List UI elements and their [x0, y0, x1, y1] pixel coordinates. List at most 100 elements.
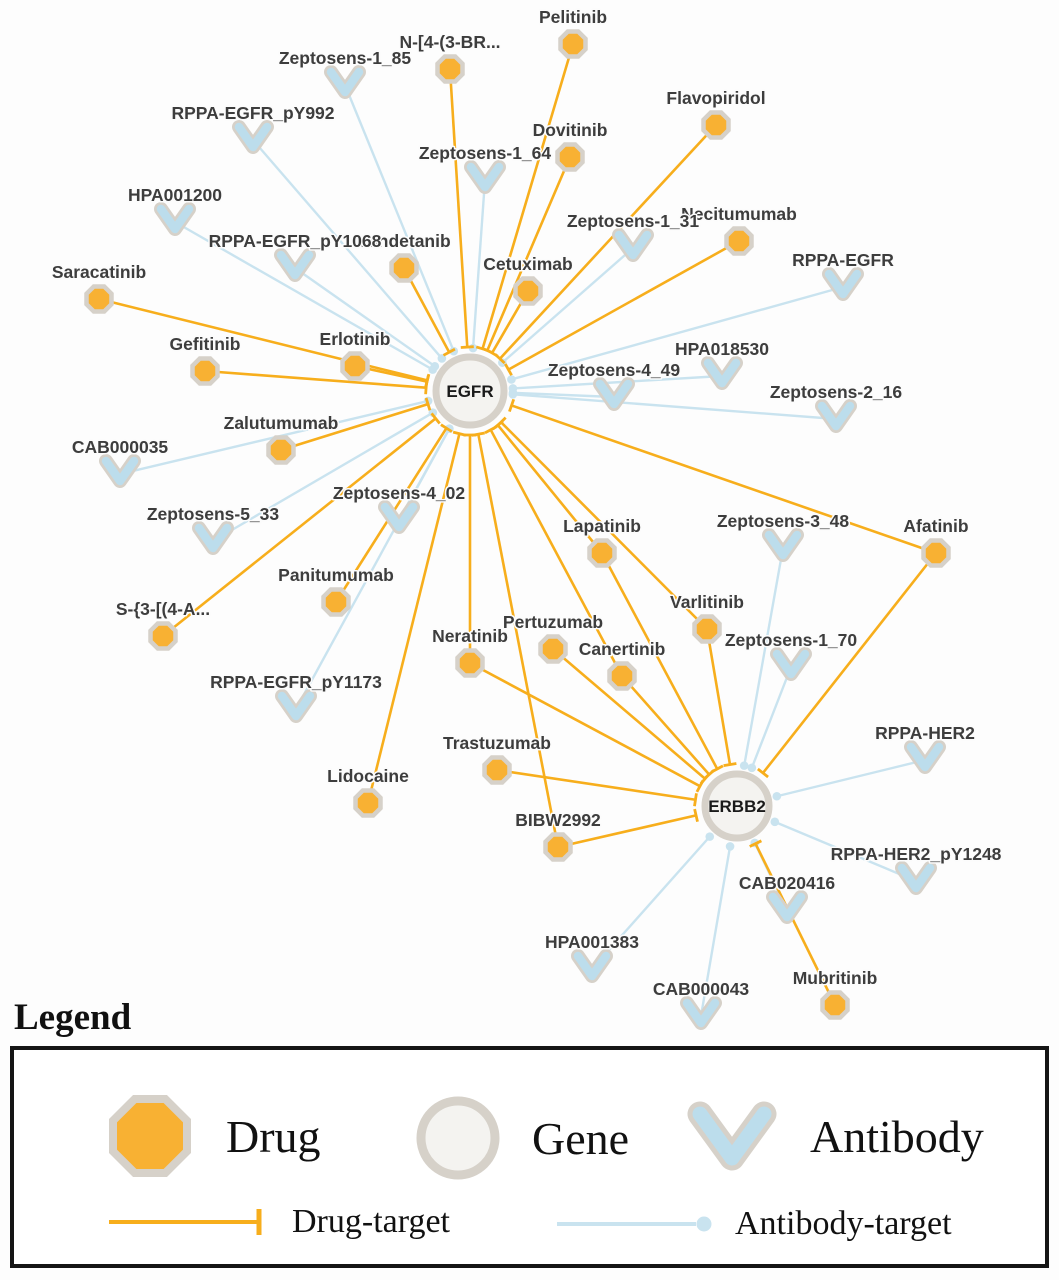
drug-target-edge-s-3-4-a-egfr — [162, 412, 441, 638]
drug-octagon-icon — [607, 661, 637, 691]
zeptosens-3-48-label: Zeptosens-3_48 — [717, 511, 850, 531]
n-4-3-br-label: N-[4-(3-BR... — [399, 32, 500, 52]
drug-octagon-icon — [266, 435, 296, 465]
panitumumab-label: Panitumumab — [278, 565, 394, 585]
drug-node-varlitinib — [692, 614, 722, 644]
drug-node-panitumumab — [321, 587, 351, 617]
drug-octagon-icon — [538, 634, 568, 664]
antibody-target-edge-rppa-her2-erbb2 — [772, 758, 926, 801]
antibody-node-zeptosens-3-48 — [762, 528, 804, 562]
legend-item-antibody-target: Antibody-target — [554, 1204, 952, 1244]
drug-node-flavopiridol — [701, 110, 731, 140]
dovitinib-label: Dovitinib — [533, 120, 608, 140]
flavopiridol-label: Flavopiridol — [666, 88, 765, 108]
drug-octagon-icon — [543, 832, 573, 862]
antibody-node-hpa018530 — [701, 356, 743, 390]
lapatinib-label: Lapatinib — [563, 516, 641, 536]
legend-item-gene: Gene — [412, 1092, 629, 1184]
drug-target-edge-afatinib-egfr — [508, 398, 937, 555]
antibody-target-edge-zeptosens-5-33-egfr — [212, 408, 438, 543]
drug-octagon-icon — [455, 648, 485, 678]
antibody-node-zeptosens-1-85 — [324, 65, 366, 99]
drug-node-cetuximab — [513, 276, 543, 306]
mubritinib-label: Mubritinib — [793, 968, 878, 988]
drug-octagon-icon — [820, 990, 850, 1020]
drug-octagon-icon — [921, 538, 951, 568]
legend-drug-label: Drug — [226, 1110, 321, 1162]
zeptosens-4-49-label: Zeptosens-4_49 — [548, 360, 681, 380]
legend-drug-target-label: Drug-target — [292, 1203, 450, 1240]
rppa-egfr-py1173-label: RPPA-EGFR_pY1173 — [210, 672, 382, 692]
hpa018530-label: HPA018530 — [675, 339, 769, 359]
rppa-egfr-py1068-label: RPPA-EGFR_pY1068 — [209, 231, 382, 251]
drug-target-edge-mubritinib-erbb2 — [749, 839, 837, 1006]
neratinib-label: Neratinib — [432, 626, 508, 646]
pertuzumab-label: Pertuzumab — [503, 612, 603, 632]
zeptosens-1-31-label: Zeptosens-1_31 — [567, 211, 700, 231]
zeptosens-1-70-label: Zeptosens-1_70 — [725, 630, 858, 650]
drug-target-edge-n-4-3-br-egfr — [448, 68, 474, 349]
rppa-her2-py1248-label: RPPA-HER2_pY1248 — [831, 844, 1002, 864]
drug-node-saracatinib — [84, 284, 114, 314]
legend-box: Drug Gene Antibody Drug-target — [10, 1046, 1049, 1268]
zeptosens-2-16-label: Zeptosens-2_16 — [770, 382, 903, 402]
antibody-node-zeptosens-1-64 — [464, 160, 506, 194]
drug-octagon-icon — [555, 142, 585, 172]
drug-octagon-icon — [321, 587, 351, 617]
s-3-4-a-label: S-{3-[(4-A... — [116, 599, 210, 619]
drug-target-edge-necitumumab-egfr — [504, 239, 740, 376]
saracatinib-label: Saracatinib — [52, 262, 146, 282]
drug-node-neratinib — [455, 648, 485, 678]
network-graph: PelitinibN-[4-(3-BR...FlavopiridolDoviti… — [50, 6, 1003, 1030]
drug-octagon-icon — [724, 226, 754, 256]
drug-node-vandetanib — [389, 253, 419, 283]
cetuximab-label: Cetuximab — [483, 254, 572, 274]
drug-target-edge-pertuzumab-erbb2 — [552, 648, 711, 785]
legend-antibody-label: Antibody — [810, 1110, 984, 1162]
cab000043-label: CAB000043 — [653, 979, 750, 999]
antibody-node-hpa001200 — [154, 202, 196, 236]
afatinib-label: Afatinib — [903, 516, 968, 536]
drug-node-lidocaine — [353, 788, 383, 818]
antibody-target-edge-zeptosens-2-16-egfr — [508, 389, 837, 421]
drug-node-gefitinib — [190, 356, 220, 386]
antibody-chevron-icon — [687, 1101, 777, 1171]
cab020416-label: CAB020416 — [739, 873, 836, 893]
antibody-target-edge-hpa001383-erbb2 — [591, 832, 715, 970]
drug-octagon-icon — [190, 356, 220, 386]
drug-octagon-icon — [701, 110, 731, 140]
drug-octagon-icon — [587, 538, 617, 568]
necitumumab-label: Necitumumab — [681, 204, 797, 224]
drug-octagon-icon — [482, 755, 512, 785]
erlotinib-label: Erlotinib — [320, 329, 391, 349]
zeptosens-1-85-label: Zeptosens-1_85 — [279, 48, 412, 68]
drug-octagon-icon — [389, 253, 419, 283]
drug-target-edge-varlitinib-egfr — [495, 416, 708, 630]
drug-node-erlotinib — [340, 351, 370, 381]
drug-octagon-icon — [109, 1095, 191, 1177]
antibody-node-zeptosens-4-49 — [593, 377, 635, 411]
legend-title: Legend — [14, 997, 132, 1038]
legend-item-drug: Drug — [102, 1088, 321, 1184]
antibody-node-zeptosens-2-16 — [815, 399, 857, 433]
drug-target-edge-canertinib-egfr — [484, 425, 624, 677]
antibody-target-edge-rppa-egfr-egfr — [507, 285, 844, 384]
rppa-egfr-py992-label: RPPA-EGFR_pY992 — [171, 103, 334, 123]
drug-octagon-icon — [353, 788, 383, 818]
antibody-target-edge-zeptosens-1-70-erbb2 — [747, 666, 793, 773]
antibody-node-rppa-her2-py1248 — [895, 861, 937, 895]
legend-antibody-target-label: Antibody-target — [735, 1205, 952, 1242]
drug-target-edge-icon — [109, 1209, 262, 1235]
antibody-node-zeptosens-1-31 — [612, 228, 654, 262]
antibody-target-edge-icon — [557, 1216, 712, 1232]
drug-node-necitumumab — [724, 226, 754, 256]
zeptosens-1-64-label: Zeptosens-1_64 — [419, 143, 552, 163]
zeptosens-5-33-label: Zeptosens-5_33 — [147, 504, 280, 524]
drug-node-pelitinib — [558, 29, 588, 59]
trastuzumab-label: Trastuzumab — [443, 733, 551, 753]
vandetanib-label: Vandetanib — [357, 231, 450, 251]
legend-item-drug-target: Drug-target — [106, 1202, 450, 1242]
antibody-node-cab020416 — [766, 890, 808, 924]
antibody-node-cab000035 — [99, 454, 141, 488]
